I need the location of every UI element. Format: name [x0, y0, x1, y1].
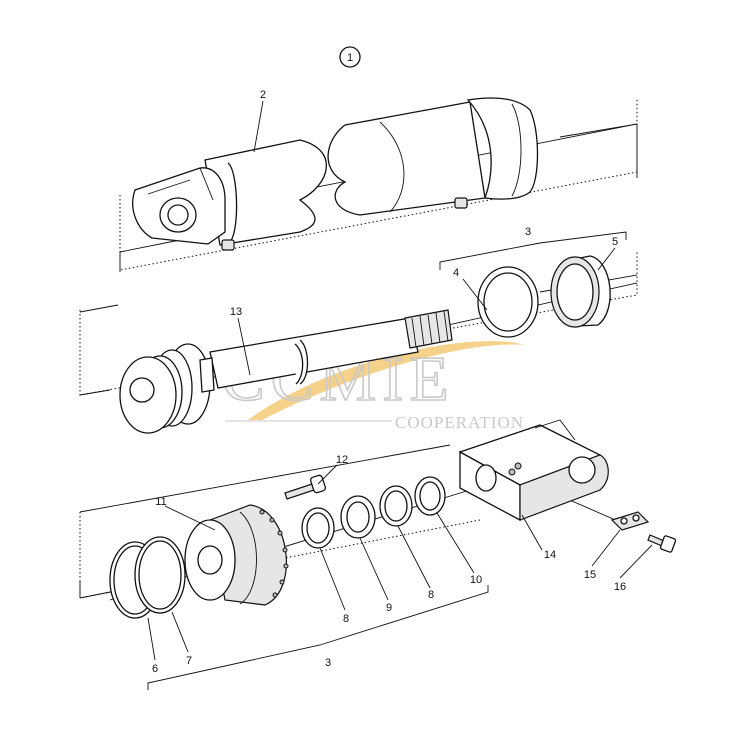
cylinder-head-group: [79, 419, 677, 619]
callout-14: 14: [544, 549, 556, 561]
callout-3-bottom: 3: [325, 657, 331, 669]
piston-rod-part: [79, 250, 638, 434]
assembly-number-badge: 1: [339, 46, 361, 68]
callout-16: 16: [614, 581, 626, 593]
callout-8-left: 8: [343, 613, 349, 625]
callout-5: 5: [612, 236, 618, 248]
callout-4: 4: [453, 267, 459, 279]
callout-11: 11: [155, 496, 166, 508]
leader-lines: [147, 100, 653, 661]
callout-6: 6: [152, 663, 158, 675]
callout-labels: 2 3 4 5 13 12 11 14 15 16 10 8 9 8 6 7 3: [152, 89, 626, 675]
callout-2: 2: [260, 89, 266, 101]
group-bracket-top: [439, 231, 627, 270]
callout-7: 7: [186, 655, 192, 667]
callout-9: 9: [386, 602, 392, 614]
group-bracket-bottom: [147, 585, 489, 690]
callout-15: 15: [584, 569, 596, 581]
callout-8-right: 8: [428, 589, 434, 601]
cylinder-tube-part: [119, 97, 638, 272]
callout-12: 12: [336, 454, 348, 466]
callout-3-top: 3: [525, 226, 531, 238]
watermark-subtext: COOPERATION: [395, 413, 524, 432]
callout-13: 13: [230, 306, 242, 318]
watermark-swoosh: [248, 341, 525, 420]
callout-10: 10: [470, 574, 482, 586]
assembly-number: 1: [347, 52, 353, 64]
